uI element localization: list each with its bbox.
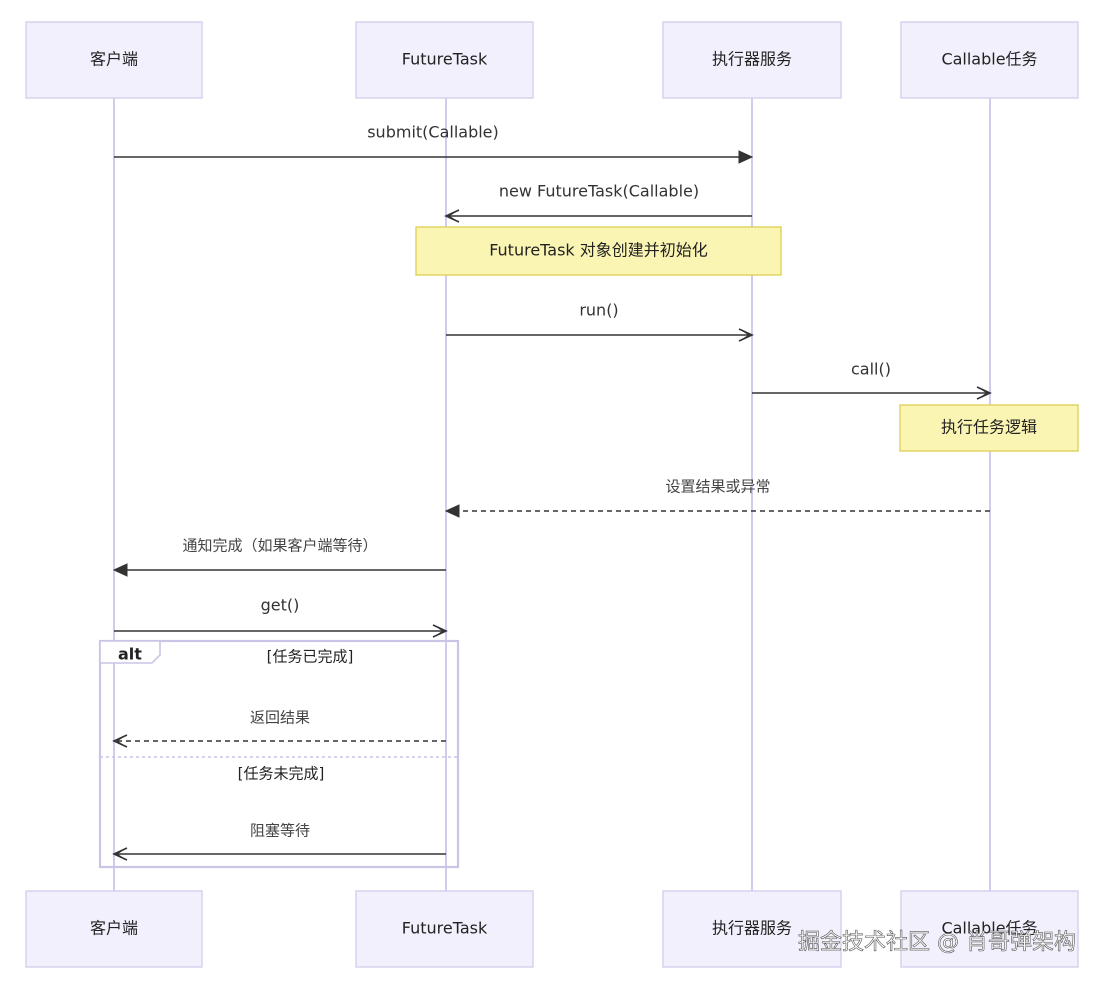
arrowhead-4-inner (980, 388, 988, 398)
message-label-0: submit(Callable) (367, 123, 499, 142)
participant-label-bottom-callable: Callable任务 (941, 919, 1037, 938)
participant-label-top-client: 客户端 (90, 50, 138, 69)
participant-box-bottom-callable (900, 890, 1079, 968)
message-label-7: 通知完成（如果客户端等待） (182, 537, 377, 555)
alt-frame (98, 639, 460, 869)
participant-label-top-executor: 执行器服务 (712, 50, 792, 69)
note-label-2: FutureTask 对象创建并初始化 (489, 241, 708, 260)
arrowhead-3-inner (742, 330, 750, 340)
message-label-1: new FutureTask(Callable) (499, 182, 699, 201)
participant-box-top-client (25, 21, 203, 99)
arrowhead-8-inner (436, 626, 444, 636)
alt-guard-0: [任务已完成] (267, 648, 354, 666)
message-label-8: get() (261, 596, 300, 615)
arrowhead-0 (738, 150, 754, 164)
note-box-5 (899, 404, 1079, 452)
message-label-6: 设置结果或异常 (665, 478, 770, 496)
participant-box-top-executor (662, 21, 842, 99)
alt-keyword: alt (118, 645, 142, 664)
note-box-2 (415, 226, 782, 276)
participant-label-top-callable: Callable任务 (941, 50, 1037, 69)
participant-box-top-callable (900, 21, 1079, 99)
watermark: 掘金技术社区 @ 肖哥弹架构 (798, 930, 1076, 955)
participant-label-top-future: FutureTask (402, 50, 488, 69)
alt-guard-1: [任务未完成] (238, 765, 325, 783)
participant-box-bottom-client (25, 890, 203, 968)
message-label-3: run() (579, 301, 618, 320)
participant-box-top-future (355, 21, 534, 99)
arrowhead-7 (112, 563, 128, 577)
alt-tab (99, 640, 161, 664)
message-label-alt-1-0: 阻塞等待 (250, 822, 310, 840)
arrowhead-1-inner (448, 211, 456, 221)
message-label-alt-0-0: 返回结果 (250, 709, 310, 727)
participant-label-bottom-future: FutureTask (402, 919, 488, 938)
participant-label-bottom-client: 客户端 (90, 919, 138, 938)
arrowhead-6 (444, 504, 460, 518)
participant-box-bottom-future (355, 890, 534, 968)
participant-box-bottom-executor (662, 890, 842, 968)
arrowhead-alt-1-0-inner (116, 849, 124, 859)
message-label-4: call() (851, 360, 891, 379)
participant-label-bottom-executor: 执行器服务 (712, 919, 792, 938)
arrowhead-alt-0-0-inner (116, 736, 124, 746)
note-label-5: 执行任务逻辑 (941, 418, 1037, 437)
